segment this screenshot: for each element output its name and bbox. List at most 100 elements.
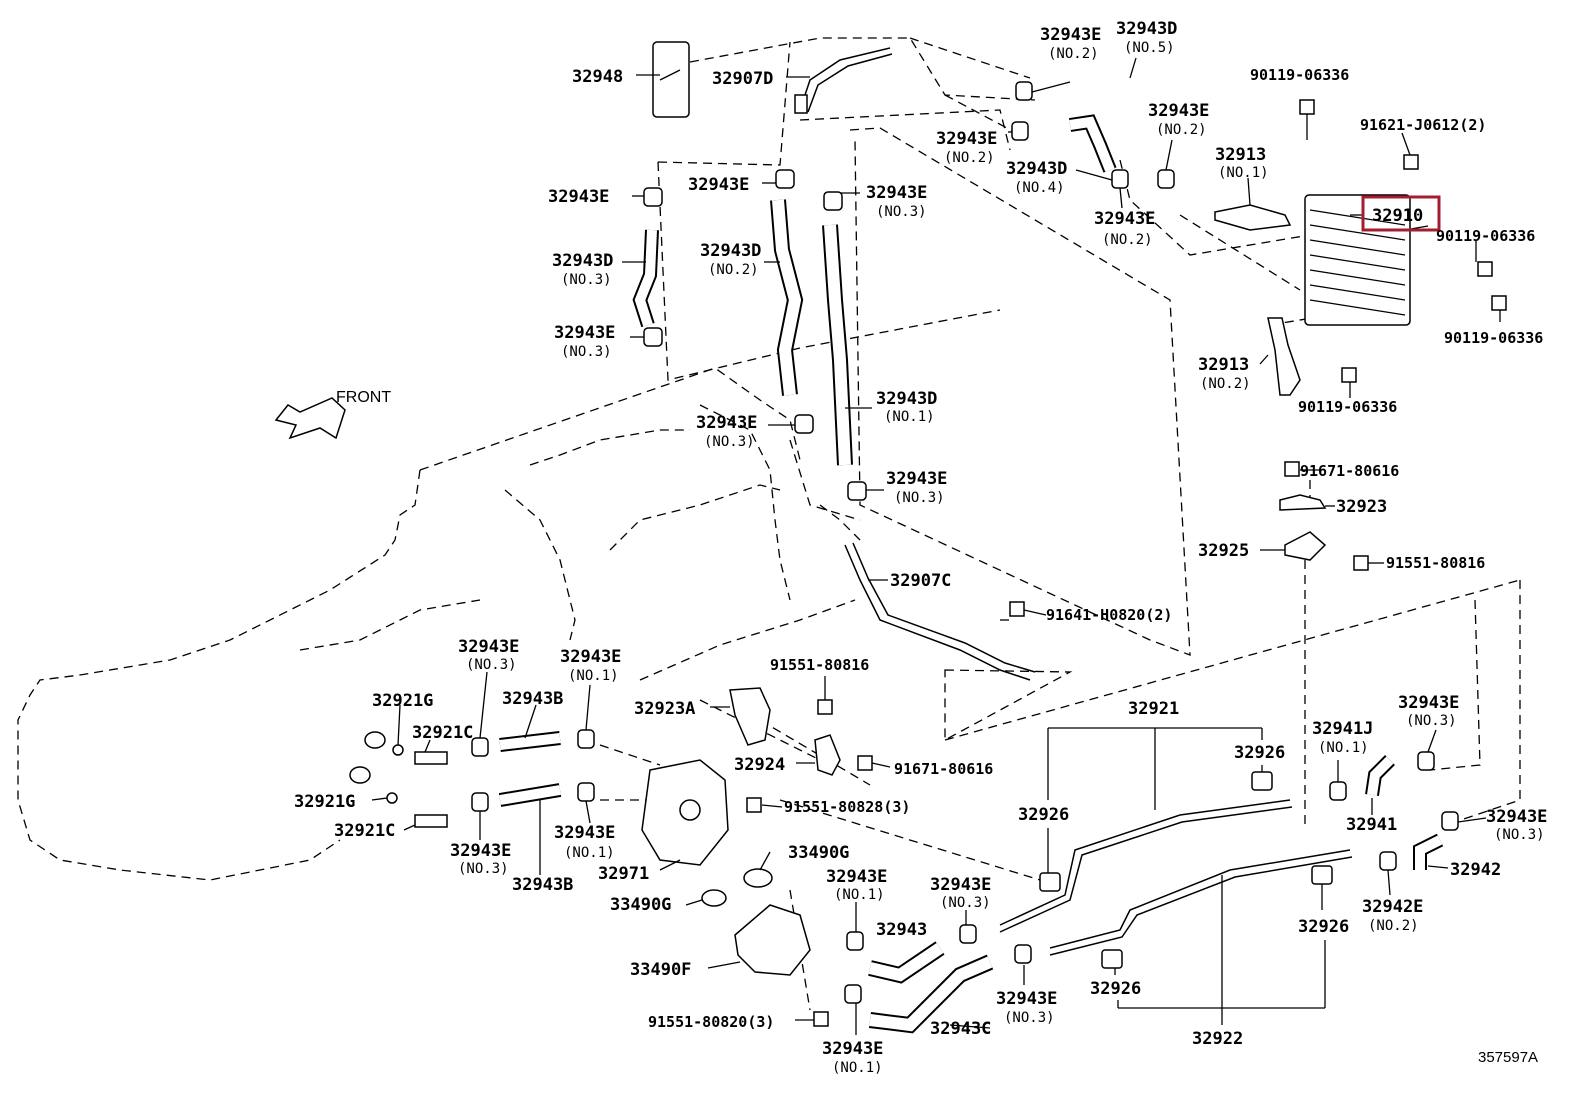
label-32943E-no2-b-sub: (NO.2) bbox=[1156, 122, 1207, 138]
label-33490G-a: 33490G bbox=[788, 843, 849, 863]
highlight-box-32910 bbox=[1361, 195, 1441, 232]
label-32921G-a: 32921G bbox=[372, 691, 433, 711]
label-32948: 32948 bbox=[572, 67, 623, 87]
label-32923A: 32923A bbox=[634, 699, 695, 719]
label-32943D-no3-sub: (NO.3) bbox=[561, 272, 612, 288]
label-32943D-no2-sub: (NO.2) bbox=[708, 262, 759, 278]
part-labels: 32948 32907D 32943E (NO.2) 32943D (NO.5)… bbox=[294, 19, 1547, 1076]
label-32921G-b: 32921G bbox=[294, 792, 355, 812]
label-32943B-a: 32943B bbox=[502, 689, 563, 709]
label-90119-d: 90119-06336 bbox=[1298, 398, 1397, 416]
label-32943E-no3-f-sub: (NO.3) bbox=[1406, 713, 1457, 729]
label-32943E-no3-e: 32943E bbox=[458, 637, 519, 657]
label-32943D-no4-sub: (NO.4) bbox=[1014, 180, 1065, 196]
label-32941: 32941 bbox=[1346, 815, 1397, 835]
label-32943E-no3-a-sub: (NO.3) bbox=[561, 344, 612, 360]
label-32971: 32971 bbox=[598, 864, 649, 884]
label-32943E-no2-top-sub: (NO.2) bbox=[1048, 46, 1099, 62]
label-32943E-no3-j: 32943E bbox=[996, 989, 1057, 1009]
label-32943E-no3-g: 32943E bbox=[450, 841, 511, 861]
transmission-outline bbox=[17, 367, 856, 881]
part-shapes bbox=[349, 41, 1507, 1034]
label-32943E-no1-d-sub: (NO.1) bbox=[832, 1060, 883, 1076]
label-32907C: 32907C bbox=[890, 571, 951, 591]
label-32943E-no3-c: 32943E bbox=[696, 413, 757, 433]
label-32943D-no3: 32943D bbox=[552, 251, 613, 271]
label-91551-a: 91551-80816 bbox=[1386, 554, 1485, 572]
label-32943E-no3-f: 32943E bbox=[1398, 693, 1459, 713]
label-32913-no1-sub: (NO.1) bbox=[1218, 165, 1269, 181]
label-32943E-mid: 32943E bbox=[688, 175, 749, 195]
label-32943D-no1: 32943D bbox=[876, 389, 937, 409]
label-32943E-no1-a: 32943E bbox=[560, 647, 621, 667]
label-91621: 91621-J0612(2) bbox=[1360, 116, 1486, 134]
label-32941J-sub: (NO.1) bbox=[1318, 740, 1369, 756]
label-32926-d: 32926 bbox=[1090, 979, 1141, 999]
label-32926-a: 32926 bbox=[1234, 743, 1285, 763]
label-91671-a: 91671-80616 bbox=[1300, 462, 1399, 480]
label-32926-b: 32926 bbox=[1018, 805, 1069, 825]
reference-code: 357597A bbox=[1478, 1049, 1538, 1066]
label-32943E-no2-top: 32943E bbox=[1040, 25, 1101, 45]
label-90119-b: 90119-06336 bbox=[1436, 227, 1535, 245]
label-32922: 32922 bbox=[1192, 1029, 1243, 1049]
label-32943D-no5-sub: (NO.5) bbox=[1124, 40, 1175, 56]
label-32921: 32921 bbox=[1128, 699, 1179, 719]
label-32943E-no3-h: 32943E bbox=[1486, 807, 1547, 827]
label-32913-no1: 32913 bbox=[1215, 145, 1266, 165]
label-32943E-no3-c-sub: (NO.3) bbox=[704, 434, 755, 450]
label-32943E-left1: 32943E bbox=[548, 187, 609, 207]
label-32943E-no2-d: 32943E bbox=[1094, 209, 1155, 229]
label-32921C-a: 32921C bbox=[412, 723, 473, 743]
label-32943D-no2: 32943D bbox=[700, 241, 761, 261]
label-91641: 91641-H0820(2) bbox=[1046, 606, 1172, 624]
label-32943C: 32943C bbox=[930, 1019, 991, 1039]
label-32943: 32943 bbox=[876, 920, 927, 940]
label-32942E: 32942E bbox=[1362, 897, 1423, 917]
label-32924: 32924 bbox=[734, 755, 785, 775]
label-32943E-no3-b-sub: (NO.3) bbox=[876, 204, 927, 220]
label-32943E-no1-d: 32943E bbox=[822, 1039, 883, 1059]
label-32943E-no3-j-sub: (NO.3) bbox=[1004, 1010, 1055, 1026]
label-32943E-no3-d-sub: (NO.3) bbox=[894, 490, 945, 506]
label-32941J: 32941J bbox=[1312, 719, 1373, 739]
radiator-outline bbox=[849, 127, 1191, 656]
label-32943D-no1-sub: (NO.1) bbox=[884, 409, 935, 425]
label-32943E-no1-b: 32943E bbox=[554, 823, 615, 843]
label-32943E-no1-c-sub: (NO.1) bbox=[834, 887, 885, 903]
label-32925: 32925 bbox=[1198, 541, 1249, 561]
label-32943D-no4: 32943D bbox=[1006, 159, 1067, 179]
label-32943D-no5: 32943D bbox=[1116, 19, 1177, 39]
label-32943E-no2-c: 32943E bbox=[936, 129, 997, 149]
label-32943E-no1-a-sub: (NO.1) bbox=[568, 668, 619, 684]
label-91671-b: 91671-80616 bbox=[894, 760, 993, 778]
label-32907D: 32907D bbox=[712, 69, 773, 89]
label-32943E-no3-h-sub: (NO.3) bbox=[1494, 827, 1545, 843]
label-32943E-no1-c: 32943E bbox=[826, 867, 887, 887]
block-32948 bbox=[652, 41, 690, 118]
label-32943E-no3-g-sub: (NO.3) bbox=[458, 861, 509, 877]
label-32910: 32910 bbox=[1372, 206, 1423, 226]
label-33490F: 33490F bbox=[630, 960, 691, 980]
label-32943E-no1-b-sub: (NO.1) bbox=[564, 845, 615, 861]
label-32926-c: 32926 bbox=[1298, 917, 1349, 937]
label-32943E-no3-e-sub: (NO.3) bbox=[466, 657, 517, 673]
label-32943E-no2-b: 32943E bbox=[1148, 101, 1209, 121]
label-32943E-no2-d-sub: (NO.2) bbox=[1102, 232, 1153, 248]
label-91551-c: 91551-80828(3) bbox=[784, 798, 910, 816]
label-90119-a: 90119-06336 bbox=[1250, 66, 1349, 84]
label-32921C-b: 32921C bbox=[334, 821, 395, 841]
label-32942E-sub: (NO.2) bbox=[1368, 918, 1419, 934]
front-label: FRONT bbox=[336, 389, 391, 406]
label-33490G-b: 33490G bbox=[610, 895, 671, 915]
cooler-32910 bbox=[1304, 194, 1411, 326]
label-32943E-no3-d: 32943E bbox=[886, 469, 947, 489]
label-32943B-b: 32943B bbox=[512, 875, 573, 895]
label-32942: 32942 bbox=[1450, 860, 1501, 880]
label-32943E-no3-a: 32943E bbox=[554, 323, 615, 343]
label-32943E-no3-b: 32943E bbox=[866, 183, 927, 203]
front-arrow-icon bbox=[274, 397, 346, 440]
label-91551-b: 91551-80816 bbox=[770, 656, 869, 674]
label-90119-c: 90119-06336 bbox=[1444, 329, 1543, 347]
